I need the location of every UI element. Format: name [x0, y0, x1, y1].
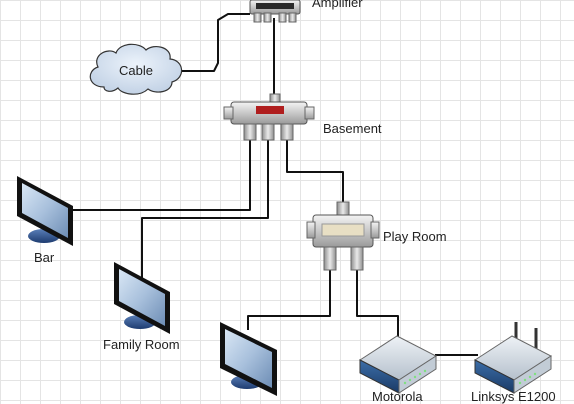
play-room-splitter-icon[interactable]: [306, 201, 380, 271]
connector-basement-family-room: [141, 140, 269, 290]
connector-play-room-tv: [247, 270, 331, 330]
connector-basement-bar: [73, 140, 251, 211]
basement-label: Basement: [323, 121, 382, 136]
amplifier-icon[interactable]: [249, 0, 301, 23]
play-room-tv-icon[interactable]: [220, 322, 277, 396]
connector-basement-play-room: [286, 140, 344, 210]
bar-label: Bar: [34, 250, 55, 265]
motorola-label: Motorola: [372, 389, 423, 404]
family-room-label: Family Room: [103, 337, 180, 352]
play-room-label: Play Room: [383, 229, 447, 244]
amplifier-label: Amplifier: [312, 0, 363, 10]
cable-label: Cable: [119, 63, 153, 78]
family-room-tv-icon[interactable]: [114, 262, 170, 334]
connector-play-room-motorola: [356, 270, 399, 345]
basement-splitter-icon[interactable]: [223, 93, 315, 141]
motorola-modem-icon[interactable]: [359, 335, 437, 394]
bar-tv-icon[interactable]: [17, 176, 73, 246]
linksys-router-icon[interactable]: [474, 322, 552, 394]
connector-cable-amplifier: [181, 13, 250, 72]
linksys-label: Linksys E1200: [471, 389, 556, 404]
cable-cloud-icon[interactable]: [89, 43, 183, 95]
